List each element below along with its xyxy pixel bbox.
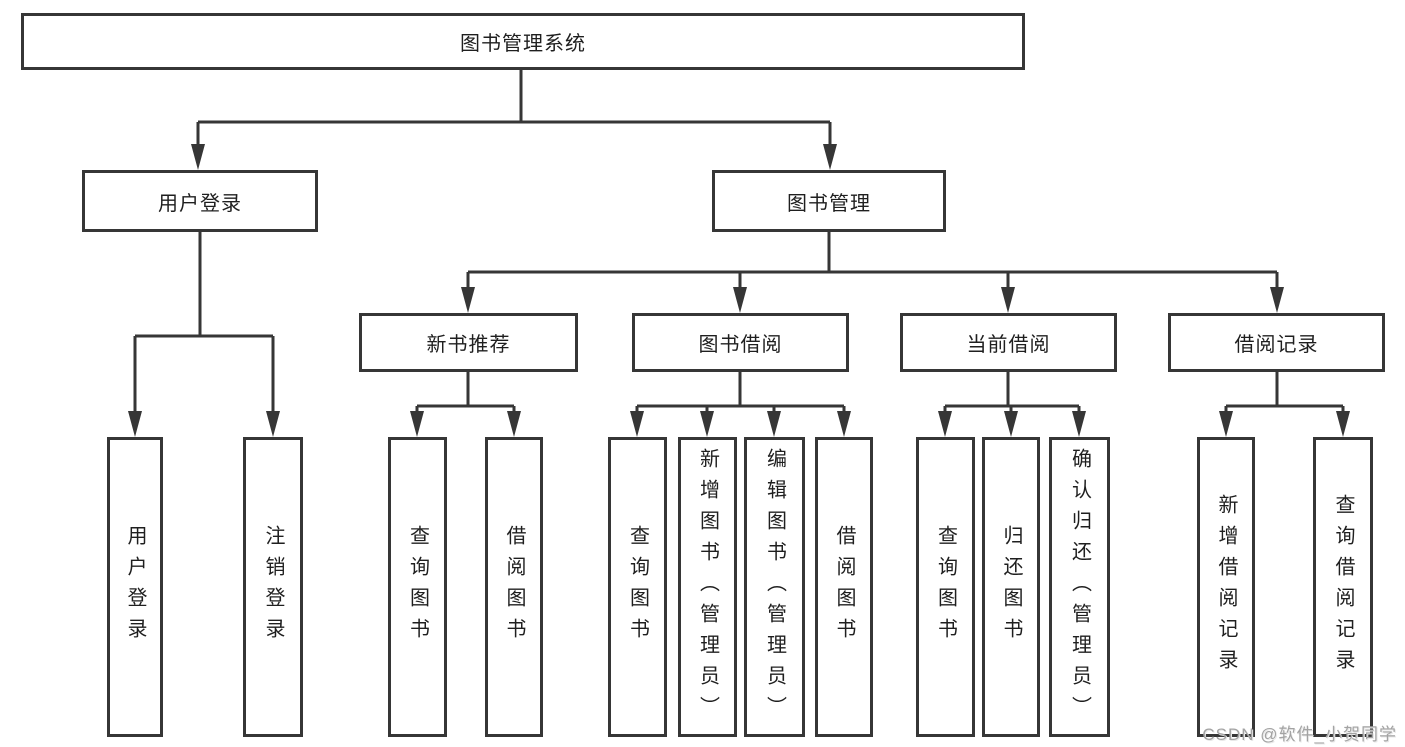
node-book-borrowing-label: 图书借阅 xyxy=(698,334,783,356)
node-user-login-label: 用户登录 xyxy=(158,192,242,215)
node-book-borrowing: 图书借阅 xyxy=(632,313,849,372)
node-book-management-label: 图书管理 xyxy=(787,192,871,215)
leaf-current-query-books: 查询图书 xyxy=(916,437,975,737)
leaf-borrowing-edit-books: 编辑图书（管理员） xyxy=(744,437,805,737)
arrowheads-current-branch xyxy=(938,411,1086,437)
leaf-borrowing-edit-books-label: 编辑图书（管理员） xyxy=(763,447,786,727)
leaf-recommend-query-books-label: 查询图书 xyxy=(406,525,429,649)
leaf-borrowing-add-books-label: 新增图书（管理员） xyxy=(696,447,719,727)
arrowheads-recommend-branch xyxy=(410,411,521,437)
leaf-borrowing-add-books: 新增图书（管理员） xyxy=(678,437,737,737)
node-root: 图书管理系统 xyxy=(21,13,1025,70)
leaf-recommend-borrow-books: 借阅图书 xyxy=(485,437,543,737)
leaf-records-add-record: 新增借阅记录 xyxy=(1197,437,1255,737)
leaf-logout-label: 注销登录 xyxy=(262,525,284,649)
arrowheads-login-branch xyxy=(128,411,280,437)
leaf-current-query-books-label: 查询图书 xyxy=(934,525,957,649)
leaf-user-login-label: 用户登录 xyxy=(124,525,146,649)
node-current-borrowing: 当前借阅 xyxy=(900,313,1117,372)
arrowheads-records-branch xyxy=(1219,411,1350,437)
arrowheads-borrowing-branch xyxy=(630,411,851,437)
leaf-records-query-record: 查询借阅记录 xyxy=(1313,437,1373,737)
leaf-borrowing-query-books-label: 查询图书 xyxy=(626,525,649,649)
node-borrow-records-label: 借阅记录 xyxy=(1234,334,1319,356)
leaf-current-confirm-return-label: 确认归还（管理员） xyxy=(1068,447,1091,727)
arrowheads-books-to-level3 xyxy=(461,287,1284,313)
leaf-borrowing-borrow-books: 借阅图书 xyxy=(815,437,873,737)
node-new-book-recommend-label: 新书推荐 xyxy=(426,334,511,356)
leaf-borrowing-borrow-books-label: 借阅图书 xyxy=(833,525,855,649)
connector-borrowing-branch xyxy=(635,372,846,417)
leaf-logout: 注销登录 xyxy=(243,437,303,737)
node-user-login: 用户登录 xyxy=(82,170,318,232)
leaf-recommend-query-books: 查询图书 xyxy=(388,437,447,737)
leaf-records-add-record-label: 新增借阅记录 xyxy=(1215,494,1237,680)
leaf-user-login: 用户登录 xyxy=(107,437,163,737)
node-borrow-records: 借阅记录 xyxy=(1168,313,1385,372)
connector-login-branch xyxy=(133,232,275,417)
connector-records-branch xyxy=(1224,372,1345,417)
leaf-recommend-borrow-books-label: 借阅图书 xyxy=(503,525,525,649)
node-current-borrowing-label: 当前借阅 xyxy=(966,334,1051,356)
arrowheads-root-to-level2 xyxy=(191,144,837,170)
leaf-current-confirm-return: 确认归还（管理员） xyxy=(1049,437,1110,737)
connector-root-to-level2 xyxy=(196,70,832,150)
connector-current-branch xyxy=(943,372,1081,417)
leaf-current-return-books: 归还图书 xyxy=(982,437,1040,737)
connector-books-to-level3 xyxy=(466,232,1279,293)
watermark: CSDN @软件_小贺同学 xyxy=(1202,725,1397,744)
node-new-book-recommend: 新书推荐 xyxy=(359,313,578,372)
node-book-management: 图书管理 xyxy=(712,170,946,232)
connector-recommend-branch xyxy=(415,372,516,417)
leaf-borrowing-query-books: 查询图书 xyxy=(608,437,667,737)
leaf-records-query-record-label: 查询借阅记录 xyxy=(1332,494,1354,680)
leaf-current-return-books-label: 归还图书 xyxy=(1000,525,1022,649)
node-root-label: 图书管理系统 xyxy=(460,33,586,55)
